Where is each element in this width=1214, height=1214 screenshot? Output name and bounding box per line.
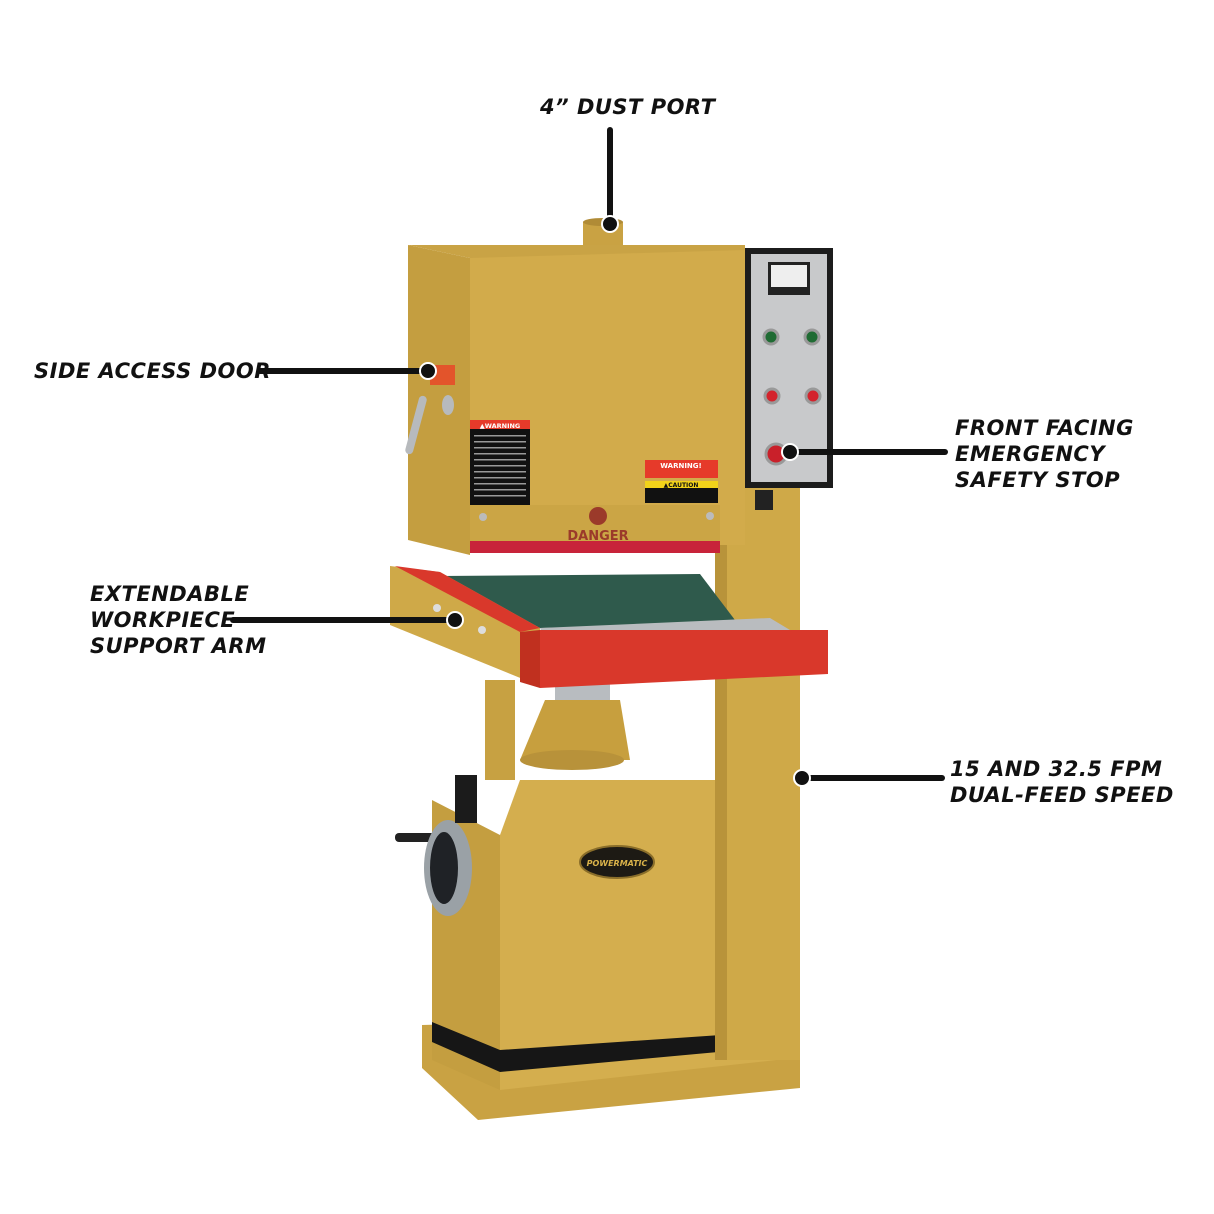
table-corner (520, 630, 540, 688)
table-front-red (540, 630, 828, 688)
lower-frame (485, 680, 515, 780)
warning-label (470, 420, 530, 505)
callout-dot (781, 443, 799, 461)
callout-support-arm: EXTENDABLE WORKPIECE SUPPORT ARM (90, 581, 267, 659)
height-scale-label (455, 775, 477, 823)
callout-dot (446, 611, 464, 629)
callout-text: 4” DUST PORT (540, 95, 716, 119)
arm-bolt (433, 604, 441, 612)
table-pedestal (555, 682, 610, 704)
sanding-head-side (408, 245, 470, 555)
callout-dust-port: 4” DUST PORT (540, 94, 716, 120)
pedestal-base (520, 750, 624, 770)
head-red-strip (470, 541, 720, 553)
warning-sticker (645, 460, 718, 478)
callout-text: 15 AND 32.5 FPM (950, 757, 1163, 781)
callout-dots (419, 215, 811, 787)
column (715, 487, 800, 1060)
callout-side-access-door: SIDE ACCESS DOOR (34, 358, 271, 384)
callout-lines (230, 127, 948, 781)
danger-text: DANGER (567, 529, 628, 544)
warning-sticker-text: WARNING! (660, 462, 701, 470)
callout-dot (419, 362, 437, 380)
support-arm-rail (395, 566, 540, 632)
powermatic-badge (579, 845, 655, 879)
side-door-handle (405, 395, 427, 455)
column-shadow (715, 487, 727, 1060)
callout-text: EMERGENCY (955, 442, 1106, 466)
callout-text: DUAL-FEED SPEED (950, 783, 1174, 807)
arm-bolt (478, 626, 486, 634)
feeding-stop-button (763, 387, 781, 405)
callout-text: SIDE ACCESS DOOR (34, 359, 271, 383)
caution-sticker-text: ▲CAUTION (664, 482, 699, 489)
callout-emergency-stop: FRONT FACING EMERGENCY SAFETY STOP (955, 415, 1134, 493)
callout-dot (793, 769, 811, 787)
callout-text: FRONT FACING (955, 416, 1134, 440)
callout-text: EXTENDABLE (90, 582, 250, 606)
cable-gland (755, 490, 773, 510)
callout-text: SAFETY STOP (955, 468, 1121, 492)
brand-badge-text: POWERMATIC (587, 859, 648, 868)
callout-text: WORKPIECE (90, 608, 236, 632)
warning-label-text: ▲WARNING (480, 422, 521, 430)
sanding-belt-start-button (803, 328, 821, 346)
hand-icon (589, 507, 607, 525)
pedestal-cone (520, 700, 630, 760)
callout-dot (601, 215, 619, 233)
sanding-belt-stop-button (804, 387, 822, 405)
feeding-start-button (762, 328, 780, 346)
support-arm (390, 566, 540, 686)
callout-feed-speed: 15 AND 32.5 FPM DUAL-FEED SPEED (950, 756, 1174, 808)
callout-text: SUPPORT ARM (90, 634, 267, 658)
side-door-knob (442, 395, 454, 415)
base-black-stripe (432, 1022, 795, 1072)
